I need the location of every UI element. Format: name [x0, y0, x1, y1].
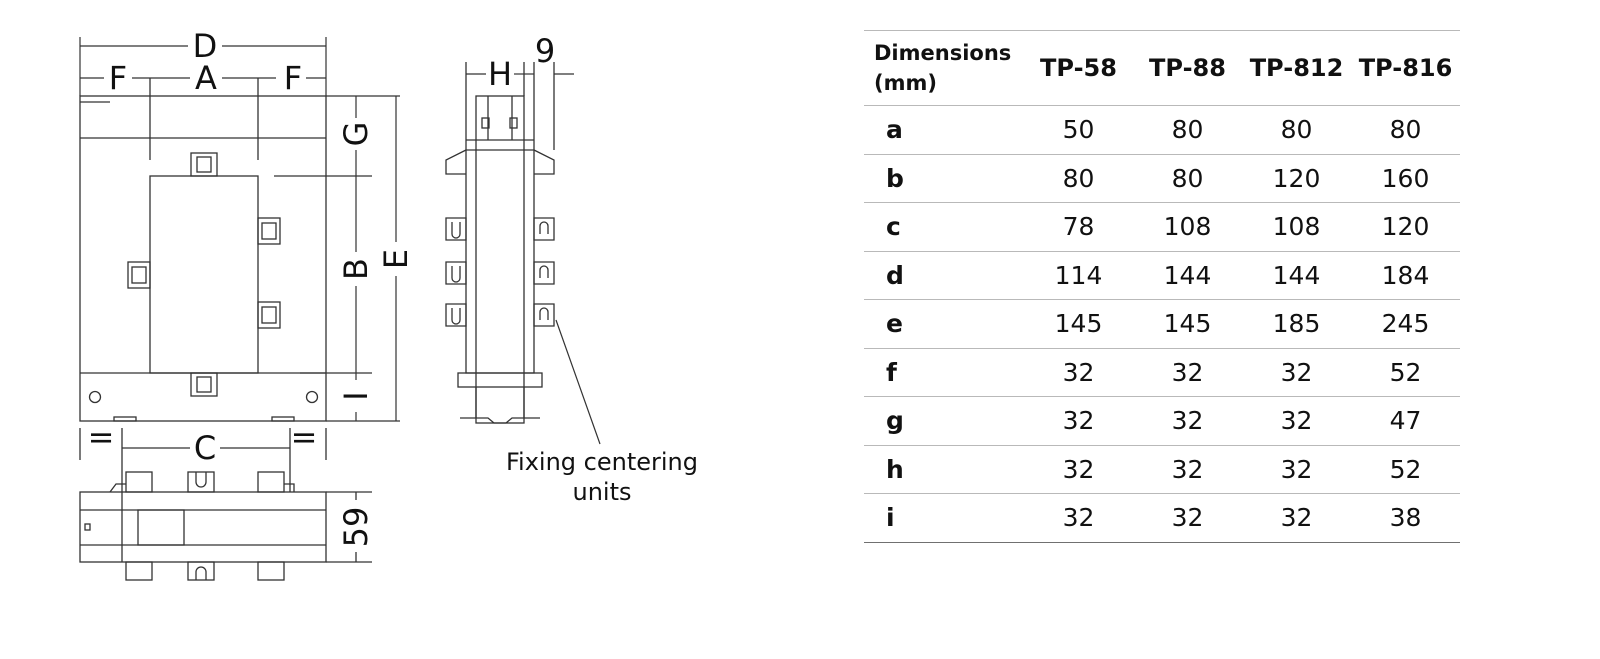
table-cell: 32 — [1133, 445, 1242, 494]
dim-label-e: E — [377, 249, 415, 269]
table-cell: 32 — [1242, 445, 1351, 494]
table-row: a 50 80 80 80 — [864, 105, 1460, 155]
table-cell: 185 — [1242, 299, 1351, 349]
header-label-line2: (mm) — [874, 71, 937, 95]
table-cell: 32 — [1133, 493, 1242, 543]
dim-label-h: H — [488, 55, 512, 93]
right-dimension-lines — [355, 96, 397, 421]
table-cell: 160 — [1351, 154, 1460, 203]
table-cell: 80 — [1133, 105, 1242, 155]
dim-label-c: C — [194, 429, 216, 467]
table-cell: 145 — [1024, 299, 1133, 349]
table-cell: 32 — [1024, 396, 1133, 446]
row-key: i — [864, 493, 1024, 543]
table-cell: 38 — [1351, 493, 1460, 543]
table-row: h 32 32 32 52 — [864, 445, 1460, 494]
table-cell: 47 — [1351, 396, 1460, 446]
row-key: f — [864, 348, 1024, 397]
table-cell: 32 — [1024, 493, 1133, 543]
table-cell: 184 — [1351, 251, 1460, 300]
callout-text-line2: units — [572, 478, 631, 506]
dim-label-nine: 9 — [535, 32, 555, 70]
table-cell: 32 — [1024, 445, 1133, 494]
table-cell: 108 — [1242, 202, 1351, 252]
row-key: h — [864, 445, 1024, 494]
table-cell: 50 — [1024, 105, 1133, 155]
table-row: g 32 32 32 47 — [864, 396, 1460, 446]
table-cell: 108 — [1133, 202, 1242, 252]
table-row: i 32 32 32 38 — [864, 493, 1460, 543]
table-cell: 80 — [1133, 154, 1242, 203]
dim-label-eq-left: = — [88, 418, 115, 456]
dim-label-b: B — [337, 258, 375, 280]
table-cell: 78 — [1024, 202, 1133, 252]
table-row: c 78 108 108 120 — [864, 202, 1460, 252]
dim-label-a: A — [195, 59, 217, 97]
row-key: e — [864, 299, 1024, 349]
header-model-tp816: TP-816 — [1351, 30, 1460, 106]
table-cell: 245 — [1351, 299, 1460, 349]
table-cell: 52 — [1351, 348, 1460, 397]
dim-label-fifty-nine: 59 — [337, 507, 375, 548]
row-key: d — [864, 251, 1024, 300]
table-row: f 32 32 32 52 — [864, 348, 1460, 397]
dim-label-f-left: F — [109, 59, 127, 97]
callout-text-line1: Fixing centering — [506, 448, 698, 476]
row-key: g — [864, 396, 1024, 446]
table-cell: 145 — [1133, 299, 1242, 349]
table-cell: 144 — [1133, 251, 1242, 300]
dimension-drawing: D F A F H 9 G B E I = C = 59 Fixing cent… — [79, 27, 698, 581]
table-cell: 32 — [1242, 348, 1351, 397]
dim-label-d: D — [193, 27, 218, 65]
table-row: b 80 80 120 160 — [864, 154, 1460, 203]
bottom-view — [79, 428, 372, 581]
row-key: a — [864, 105, 1024, 155]
table-cell: 80 — [1351, 105, 1460, 155]
header-model-tp58: TP-58 — [1024, 30, 1133, 106]
table-cell: 32 — [1133, 348, 1242, 397]
table-cell: 32 — [1242, 396, 1351, 446]
header-model-tp812: TP-812 — [1242, 30, 1351, 106]
callout-leader — [555, 319, 601, 445]
table-cell: 80 — [1024, 154, 1133, 203]
dim-label-g: G — [337, 122, 375, 147]
table-row: e 145 145 185 245 — [864, 299, 1460, 349]
header-model-tp88: TP-88 — [1133, 30, 1242, 106]
row-key: c — [864, 202, 1024, 252]
table-cell: 52 — [1351, 445, 1460, 494]
top-dimension-lines — [79, 37, 327, 96]
table-cell: 32 — [1242, 493, 1351, 543]
header-label-line1: Dimensions — [874, 41, 1012, 65]
dim-label-eq-right: = — [291, 418, 318, 456]
dimensions-table-container: Dimensions (mm) TP-58 TP-88 TP-812 TP-81… — [864, 30, 1460, 543]
table-cell: 32 — [1133, 396, 1242, 446]
side-view — [445, 62, 555, 424]
table-cell: 32 — [1024, 348, 1133, 397]
row-key: b — [864, 154, 1024, 203]
table-cell: 80 — [1242, 105, 1351, 155]
table-cell: 114 — [1024, 251, 1133, 300]
table-header-row: Dimensions (mm) TP-58 TP-88 TP-812 TP-81… — [864, 30, 1460, 106]
dim-label-i: I — [337, 391, 375, 400]
header-dimensions-label: Dimensions (mm) — [864, 30, 1024, 106]
table-cell: 120 — [1351, 202, 1460, 252]
front-view — [79, 78, 400, 422]
table-cell: 144 — [1242, 251, 1351, 300]
table-cell: 120 — [1242, 154, 1351, 203]
table-row: d 114 144 144 184 — [864, 251, 1460, 300]
dim-label-f-right: F — [284, 59, 302, 97]
dimensions-table: Dimensions (mm) TP-58 TP-88 TP-812 TP-81… — [864, 30, 1460, 543]
